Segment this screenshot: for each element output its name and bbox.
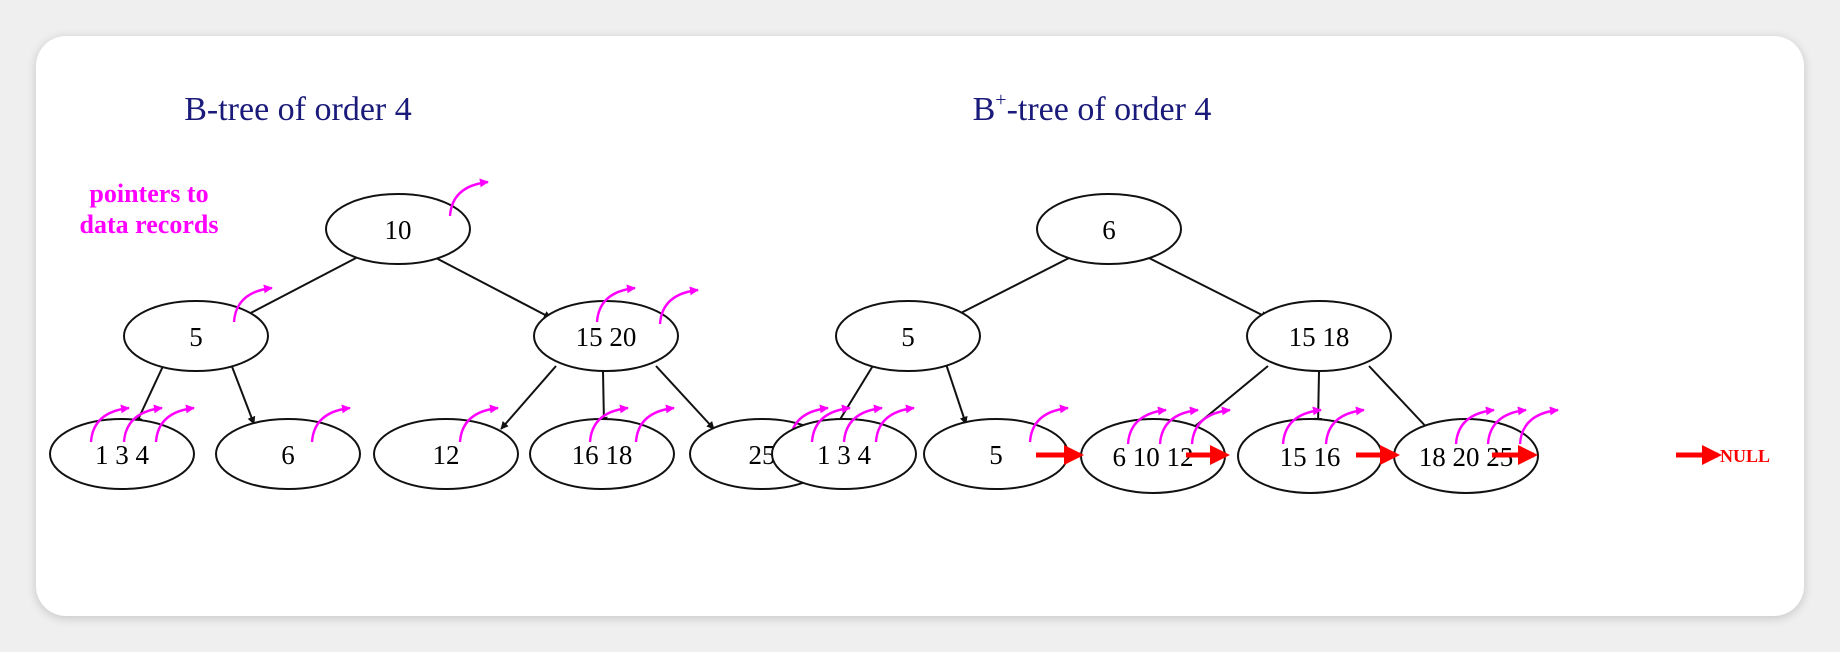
btree-leaf-4: [529, 418, 675, 490]
bplustree-leaf-3-keys: 6 10 12: [1113, 442, 1194, 472]
btree-internal-keys-left: 5: [189, 322, 203, 352]
data-pointer-icon: [448, 178, 489, 217]
bplustree-edge-5-left: [835, 363, 875, 427]
bplustree-edge-root-right: [1148, 257, 1269, 319]
bplustree-edge-root-left: [950, 257, 1070, 319]
data-pointer-icon: [810, 404, 851, 443]
btree-leaf-1: [49, 418, 195, 490]
btree-edge-1520-right: [655, 365, 715, 430]
bplustree-root-keys: 6: [1102, 215, 1116, 245]
data-pointer-icon: [1158, 406, 1199, 445]
pointer-annotation-line-2: data records: [80, 210, 219, 239]
data-pointer-icon: [232, 284, 273, 323]
data-pointer-icon: [874, 404, 915, 443]
diagram-card: B-tree of order 4 pointers to data recor…: [36, 36, 1804, 616]
data-pointer-icon: [595, 284, 636, 323]
bplustree-internal-node-left: [835, 300, 981, 372]
btree-leaf-4-keys: 16 18: [572, 440, 633, 470]
data-pointer-icon: [588, 404, 629, 443]
bplustree-leaf-1-keys: 1 3 4: [817, 440, 872, 470]
bplustree-edge-1518-right: [1368, 365, 1432, 433]
data-pointer-icon: [154, 404, 195, 443]
bplustree-title: B+-tree of order 4: [973, 89, 1212, 128]
btree-title: B-tree of order 4: [184, 91, 412, 128]
btree-leaf-3-keys: 12: [433, 440, 460, 470]
btree-edge-5-right: [230, 363, 256, 425]
data-pointer-icon: [1281, 406, 1322, 445]
btree-section: B-tree of order 4 pointers to data recor…: [49, 91, 835, 490]
data-pointer-icon: [634, 404, 675, 443]
data-pointer-icon: [1486, 406, 1527, 445]
bplustree-internal-keys-left: 5: [901, 322, 915, 352]
btree-leaf-5-keys: 25: [749, 440, 776, 470]
bplustree-leaf-1: [771, 418, 917, 490]
btree-leaf-2: [215, 418, 361, 490]
btree-edge-1520-left: [500, 365, 557, 430]
bplustree-leaf-2-keys: 5: [989, 440, 1003, 470]
bplustree-section: B+-tree of order 4 6 5 15 18 1 3 4 5 6 1…: [771, 89, 1770, 494]
bplustree-internal-node-right: [1246, 300, 1392, 372]
btree-leaf-1-keys: 1 3 4: [95, 440, 150, 470]
btree-edge-root-left: [240, 257, 357, 319]
btree-leaf-2-keys: 6: [281, 440, 295, 470]
bplustree-edge-1518-middle: [1314, 371, 1323, 426]
data-pointer-icon: [1126, 406, 1167, 445]
bplustree-leaf-4-keys: 15 16: [1280, 442, 1341, 472]
bplustree-edge-5-right: [945, 363, 968, 425]
data-pointer-icon: [310, 404, 351, 443]
data-pointer-icon: [658, 286, 699, 325]
btree-comparison-diagram: B-tree of order 4 pointers to data recor…: [49, 89, 1770, 494]
data-pointer-icon: [458, 404, 499, 443]
bplustree-internal-keys-right: 15 18: [1289, 322, 1350, 352]
btree-internal-keys-right: 15 20: [576, 322, 637, 352]
pointer-annotation-line-1: pointers to: [89, 179, 208, 208]
bplustree-root-node: [1036, 193, 1182, 265]
data-pointer-icon: [89, 404, 130, 443]
data-pointer-icon: [1190, 406, 1231, 445]
data-pointer-icon: [842, 404, 883, 443]
null-terminator-label: NULL: [1720, 446, 1770, 466]
btree-edge-root-right: [435, 257, 552, 319]
btree-internal-node-left: [123, 300, 269, 372]
data-pointer-icon: [1324, 406, 1365, 445]
data-pointer-icon: [1028, 404, 1069, 443]
btree-leaf-3: [373, 418, 519, 490]
data-pointer-icon: [1454, 406, 1495, 445]
data-pointer-icon: [1518, 406, 1559, 445]
btree-root-node: [325, 193, 471, 265]
data-pointer-icon: [122, 404, 163, 443]
btree-root-keys: 10: [385, 215, 412, 245]
